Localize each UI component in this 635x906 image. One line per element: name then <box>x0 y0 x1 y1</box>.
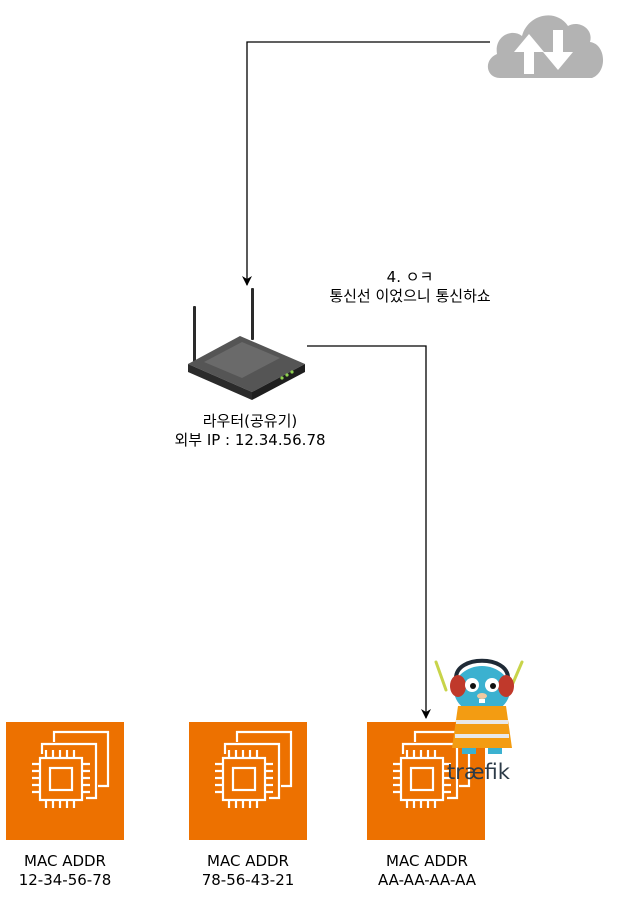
node-1-mac-title: MAC ADDR <box>24 852 106 870</box>
node-2-label: MAC ADDR 78-56-43-21 <box>173 852 323 890</box>
cloud-updown-icon[interactable] <box>487 15 604 78</box>
ec2-instances-icon[interactable] <box>189 722 307 840</box>
connection-message: 4. ㅇㅋ 통신선 이었으니 통신하쇼 <box>290 268 530 306</box>
router-label: 라우터(공유기) 외부 IP : 12.34.56.78 <box>145 412 355 450</box>
connector-cloud-to-router[interactable] <box>242 41 490 286</box>
node-3-mac-address: AA-AA-AA-AA <box>377 871 477 889</box>
traefik-gopher-icon[interactable] <box>434 658 524 754</box>
traefik-wordmark: træfik <box>447 760 511 784</box>
ec2-instances-icon[interactable] <box>367 722 485 840</box>
node-1-mac-address: 12-34-56-78 <box>18 871 112 889</box>
node-2-mac-title: MAC ADDR <box>207 852 289 870</box>
message-line-2: 통신선 이었으니 통신하쇼 <box>329 287 491 305</box>
router-external-ip: 외부 IP : 12.34.56.78 <box>174 431 326 449</box>
connector-router-to-node3[interactable] <box>307 345 431 719</box>
wifi-router-icon[interactable] <box>188 288 305 400</box>
node-2-mac-address: 78-56-43-21 <box>201 871 295 889</box>
ec2-instances-icon[interactable] <box>6 722 124 840</box>
router-name: 라우터(공유기) <box>202 412 298 430</box>
node-3-mac-title: MAC ADDR <box>386 852 468 870</box>
node-1-label: MAC ADDR 12-34-56-78 <box>0 852 140 890</box>
node-3-label: MAC ADDR AA-AA-AA-AA <box>352 852 502 890</box>
message-line-1: 4. ㅇㅋ <box>386 268 434 286</box>
